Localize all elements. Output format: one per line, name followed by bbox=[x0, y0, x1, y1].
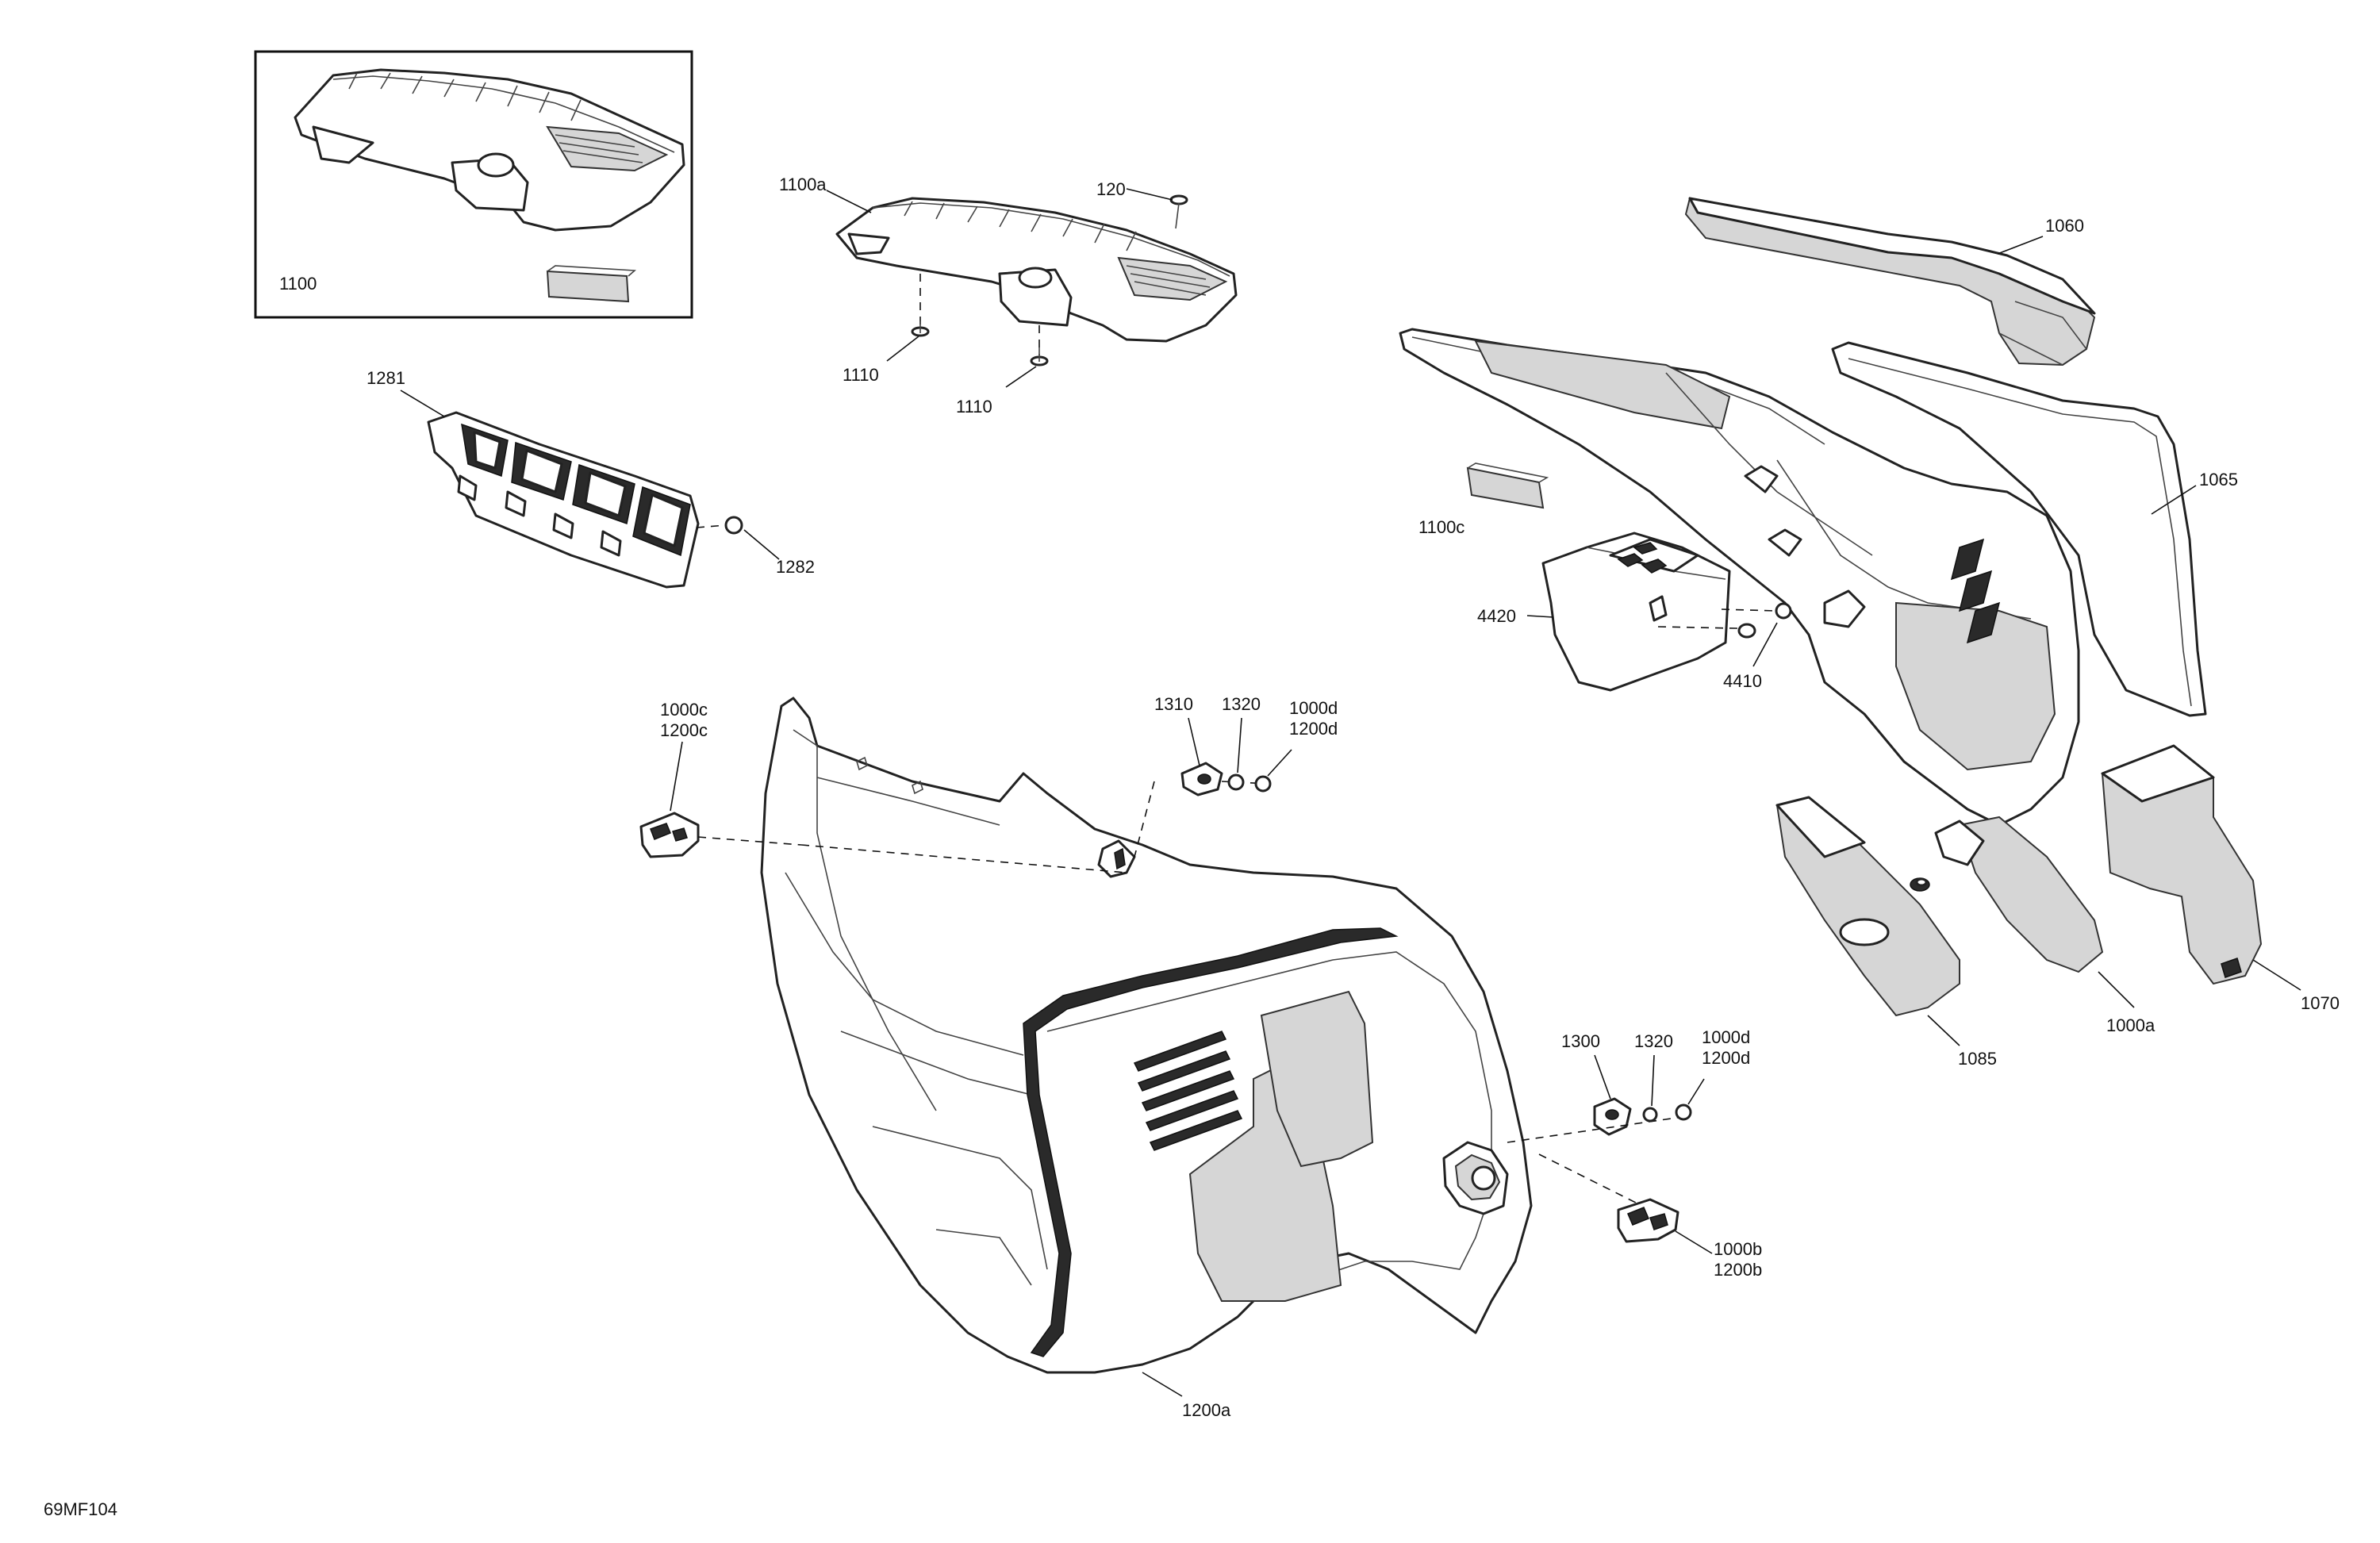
callout-1070: 1070 bbox=[2301, 993, 2340, 1013]
callout-1200b: 1200b bbox=[1714, 1260, 1762, 1280]
part-1110-screw-b[interactable] bbox=[1030, 325, 1049, 367]
part-1200a-main-panel[interactable] bbox=[760, 697, 1533, 1374]
callout-1110-a: 1110 bbox=[843, 365, 879, 385]
part-1070-block[interactable] bbox=[2101, 744, 2263, 985]
callout-1100: 1100 bbox=[279, 274, 317, 294]
callout-1320-b: 1320 bbox=[1634, 1031, 1673, 1051]
leader-1200a bbox=[1142, 1372, 1183, 1397]
callout-1000d-a: 1000d bbox=[1289, 698, 1338, 718]
part-1060-panel[interactable] bbox=[1684, 197, 2096, 367]
callout-4410: 4410 bbox=[1723, 671, 1762, 691]
callout-1085: 1085 bbox=[1958, 1049, 1997, 1069]
part-1065-panel[interactable] bbox=[1831, 341, 2207, 717]
figure-id: 69MF104 bbox=[44, 1499, 117, 1519]
callout-120: 120 bbox=[1096, 179, 1126, 199]
part-4410-fasteners[interactable] bbox=[1657, 602, 1792, 639]
leader-1320-a bbox=[1237, 717, 1242, 773]
leader-4420 bbox=[1526, 615, 1554, 618]
leader-1110-a bbox=[886, 336, 919, 362]
callout-1000b: 1000b bbox=[1714, 1239, 1762, 1259]
callout-1320-a: 1320 bbox=[1222, 694, 1261, 714]
callout-1000d-b: 1000d bbox=[1702, 1027, 1750, 1047]
part-1000a-cover[interactable] bbox=[1399, 328, 2080, 827]
leader-1000d-a bbox=[1267, 749, 1292, 777]
part-1110-screw-a[interactable] bbox=[911, 274, 930, 337]
leader-1281 bbox=[400, 390, 445, 417]
callout-1065: 1065 bbox=[2199, 470, 2238, 489]
leader-1000a bbox=[2098, 971, 2135, 1008]
part-1281-grille[interactable] bbox=[427, 411, 700, 589]
leader-1310 bbox=[1188, 717, 1200, 766]
dashed-1310-link bbox=[1134, 781, 1155, 858]
part-1100c-strip[interactable] bbox=[1466, 463, 1549, 509]
callout-1282: 1282 bbox=[776, 557, 815, 577]
callout-1110-b: 1110 bbox=[956, 397, 992, 416]
leader-120 bbox=[1126, 188, 1173, 201]
callout-1100a: 1100a bbox=[779, 175, 827, 194]
leader-1300 bbox=[1594, 1054, 1611, 1100]
callout-1200d-a: 1200d bbox=[1289, 719, 1338, 739]
leader-1070 bbox=[2252, 959, 2301, 991]
leader-1065 bbox=[2151, 485, 2197, 515]
leader-1320-b bbox=[1651, 1054, 1655, 1107]
part-1320-washer-a[interactable] bbox=[1227, 773, 1245, 791]
part-1000c-clip[interactable] bbox=[639, 812, 1127, 873]
leader-4410 bbox=[1752, 622, 1778, 667]
part-1100-strip[interactable] bbox=[546, 265, 636, 303]
callout-1200d-b: 1200d bbox=[1702, 1048, 1750, 1068]
leader-1060 bbox=[1997, 236, 2044, 255]
part-1085-block[interactable] bbox=[1775, 796, 1960, 1017]
part-1310-nut[interactable] bbox=[1180, 762, 1223, 796]
callout-1000a: 1000a bbox=[2106, 1015, 2155, 1035]
part-1000b-clip[interactable] bbox=[1538, 1153, 1679, 1243]
callout-1000c: 1000c bbox=[660, 700, 708, 720]
part-1000d-screw-a[interactable] bbox=[1254, 775, 1272, 793]
callout-1200c: 1200c bbox=[660, 720, 708, 740]
callout-1100c: 1100c bbox=[1418, 517, 1464, 537]
part-1282-fastener[interactable] bbox=[696, 516, 743, 535]
leader-1000d-b bbox=[1687, 1078, 1705, 1105]
inset-frame bbox=[254, 50, 693, 319]
leader-1000b bbox=[1675, 1230, 1713, 1254]
callout-4420: 4420 bbox=[1477, 606, 1516, 626]
part-1320-washer-b[interactable] bbox=[1642, 1107, 1658, 1123]
part-1100a-rail[interactable] bbox=[835, 197, 1238, 343]
callout-1200a: 1200a bbox=[1182, 1400, 1231, 1420]
leader-1110-b bbox=[1005, 366, 1037, 388]
callout-1300: 1300 bbox=[1561, 1031, 1600, 1051]
inset-1100: 1100 bbox=[254, 50, 693, 319]
leader-1085 bbox=[1927, 1015, 1960, 1046]
callout-1060: 1060 bbox=[2045, 216, 2084, 236]
callout-1281: 1281 bbox=[367, 368, 405, 388]
callout-1310: 1310 bbox=[1154, 694, 1193, 714]
part-1000d-screw-b[interactable] bbox=[1675, 1104, 1692, 1121]
leader-1000c bbox=[670, 741, 683, 812]
leader-1282 bbox=[743, 529, 780, 560]
part-120-screw[interactable] bbox=[1169, 194, 1188, 229]
part-1000a-lower[interactable] bbox=[1910, 816, 2104, 973]
part-1100-assembly[interactable] bbox=[294, 68, 685, 232]
leader-1100a bbox=[826, 190, 872, 213]
part-4420-module[interactable] bbox=[1541, 532, 1731, 692]
